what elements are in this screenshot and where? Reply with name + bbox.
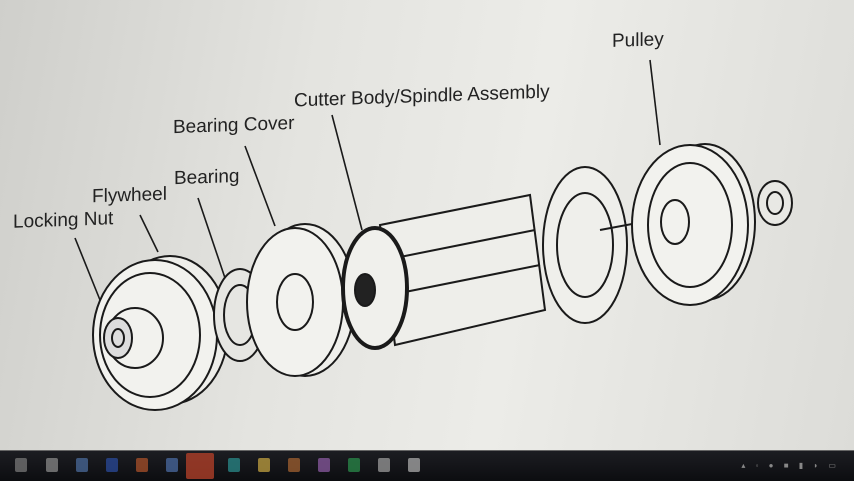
cutter-body-part	[341, 193, 547, 350]
help-icon[interactable]	[166, 458, 178, 472]
label-bearing: Bearing	[174, 165, 240, 190]
bearing-cover-part	[246, 223, 356, 377]
start-icon[interactable]	[15, 458, 27, 472]
document-icon[interactable]	[408, 458, 420, 472]
label-flywheel: Flywheel	[92, 183, 167, 208]
file-explorer-icon[interactable]	[258, 458, 270, 472]
label-bearing-cover: Bearing Cover	[173, 112, 295, 139]
app-icon[interactable]	[186, 453, 214, 479]
label-locking-nut: Locking Nut	[13, 208, 114, 233]
label-pulley: Pulley	[612, 29, 664, 52]
edge-icon[interactable]	[106, 458, 118, 472]
system-tray[interactable]: ▴ ◦ ● ■ ▮ ◗ ▭	[741, 461, 840, 470]
chrome-icon[interactable]	[288, 458, 300, 472]
task-view-icon[interactable]	[76, 458, 88, 472]
edge-icon[interactable]	[228, 458, 240, 472]
notepad-icon[interactable]	[378, 458, 390, 472]
search-icon[interactable]	[46, 458, 58, 472]
pulley-part	[631, 143, 756, 306]
exploded-assembly-diagram	[74, 59, 793, 411]
small-nut-part	[757, 180, 793, 226]
chrome-icon[interactable]	[136, 458, 148, 472]
leader-lines	[74, 59, 661, 301]
vivaldi-icon[interactable]	[318, 458, 330, 472]
taskbar: ▴ ◦ ● ■ ▮ ◗ ▭	[0, 450, 854, 481]
locking-nut-part	[103, 317, 133, 359]
whatsapp-icon[interactable]	[348, 458, 360, 472]
